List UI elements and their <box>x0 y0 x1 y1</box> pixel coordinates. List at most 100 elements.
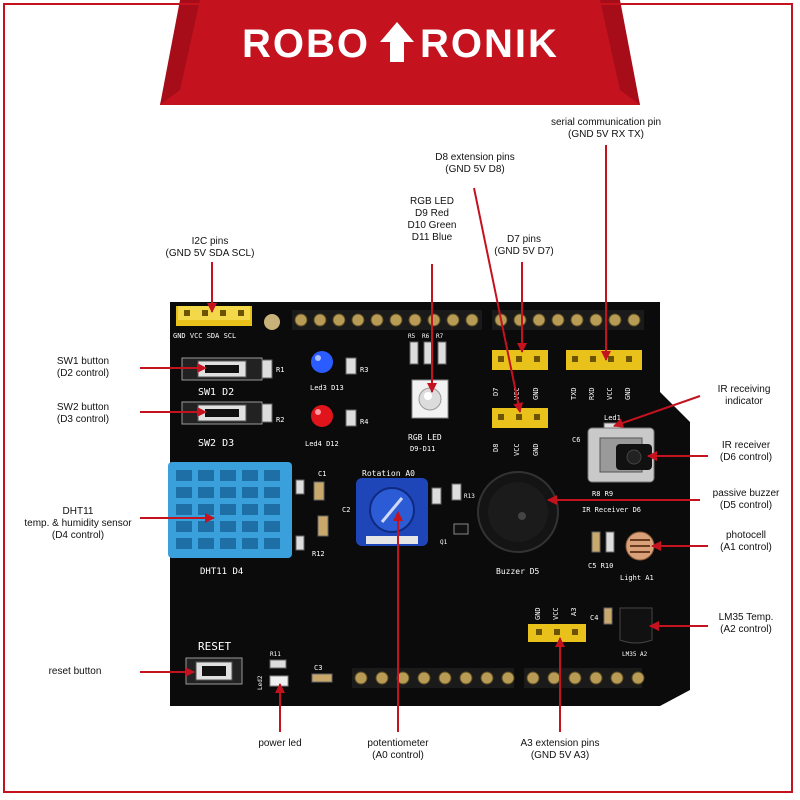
label-sw2: SW2 button(D3 control) <box>56 402 110 425</box>
dht-grille-slot <box>176 521 192 532</box>
sw2-button <box>181 401 263 425</box>
photocell <box>625 531 655 561</box>
dht-grille-slot <box>198 487 214 498</box>
silk-sw2: SW2 D3 <box>198 438 234 449</box>
header-pin <box>465 313 479 327</box>
dht-grille-slot <box>264 538 280 549</box>
silk-r4: R4 <box>360 418 368 426</box>
header-pin <box>375 671 389 685</box>
silk-txd: TXD <box>570 387 578 400</box>
dht-grille-slot <box>176 504 192 515</box>
silk-led3: Led3 D13 <box>310 384 344 392</box>
header-pin <box>610 671 624 685</box>
led3-blue <box>311 351 333 373</box>
cap-c3 <box>311 673 333 683</box>
header-pin <box>526 671 540 685</box>
header-pin <box>351 313 365 327</box>
dht-grille-slot <box>242 470 258 481</box>
arrow-d8 <box>473 187 524 413</box>
dht-grille-slot <box>198 470 214 481</box>
label-buzzer: passive buzzer(D5 control) <box>712 488 780 511</box>
silk-r8r9: R8 R9 <box>592 490 613 498</box>
brand-left-text: ROBO <box>242 22 370 66</box>
dht-grille-slot <box>176 470 192 481</box>
silk-reset: RESET <box>198 640 231 653</box>
silk-vcc-serial: VCC <box>606 387 614 400</box>
silk-led2: Led2 <box>257 675 264 690</box>
header-pin <box>427 313 441 327</box>
potentiometer <box>356 478 428 546</box>
dht-grille-slot <box>220 470 236 481</box>
silk-dht: DHT11 D4 <box>200 567 243 577</box>
silk-i2c-row: GND VCC SDA SCL <box>173 332 236 340</box>
resistor-r4 <box>345 409 357 427</box>
transistor-q1 <box>453 523 469 535</box>
silk-rotation: Rotation A0 <box>362 469 415 478</box>
silk-gnd-a3: GND <box>534 607 542 620</box>
i2c-header <box>176 306 252 326</box>
silk-c2: C2 <box>342 506 350 514</box>
silk-gnd-serial: GND <box>624 387 632 400</box>
brand-right-text: RONIK <box>420 22 559 66</box>
silk-gnd-d8: GND <box>532 443 540 456</box>
silk-light: Light A1 <box>620 574 654 582</box>
header-pin <box>547 671 561 685</box>
silk-r13: R13 <box>464 493 475 500</box>
label-lm35: LM35 Temp.(A2 control) <box>718 612 774 635</box>
label-d8: D8 extension pins(GND 5V D8) <box>435 152 515 175</box>
silk-rxd: RXD <box>588 387 596 400</box>
dht-grille-slot <box>220 487 236 498</box>
silk-r1: R1 <box>276 366 284 374</box>
silk-r3: R3 <box>360 366 368 374</box>
header-pin <box>513 313 527 327</box>
cap-c2 <box>317 515 329 537</box>
header-pin <box>408 313 422 327</box>
silk-led1: Led1 <box>604 414 621 422</box>
header-pin <box>354 671 368 685</box>
dht-grille-slot <box>264 470 280 481</box>
silk-rgb2: D9-D11 <box>410 445 435 453</box>
silk-r2: R2 <box>276 416 284 424</box>
resistor-r1 <box>261 359 273 379</box>
rgb-resistors <box>409 341 447 365</box>
silk-c6: C6 <box>572 436 580 444</box>
dht-grille-slot <box>176 487 192 498</box>
header-pin <box>589 313 603 327</box>
silk-gnd-d7: GND <box>532 387 540 400</box>
dht-grille-slot <box>242 521 258 532</box>
silk-a3: A3 <box>570 608 578 616</box>
dht11-sensor <box>168 462 292 558</box>
mounting-hole <box>264 314 280 330</box>
header-pin <box>417 671 431 685</box>
d8-header <box>492 408 548 428</box>
reset-button <box>185 657 243 685</box>
silk-d7: D7 <box>492 388 500 396</box>
header-pin <box>589 671 603 685</box>
dht-grille-slot <box>198 504 214 515</box>
header-pin <box>294 313 308 327</box>
header-pin <box>389 313 403 327</box>
dht-grille-slot <box>220 521 236 532</box>
label-power-led: power led <box>258 738 302 749</box>
label-serial: serial communication pin(GND 5V RX TX) <box>550 117 662 140</box>
silk-c3: C3 <box>314 664 322 672</box>
header-pin <box>501 671 515 685</box>
dht-grille-slot <box>198 538 214 549</box>
silk-vcc-d8: VCC <box>513 443 521 456</box>
silk-vcc-a3: VCC <box>552 607 560 620</box>
bottom-header-left <box>352 668 514 688</box>
header-pin <box>459 671 473 685</box>
silk-r11: R11 <box>270 651 281 658</box>
resistor-r12 <box>295 535 305 551</box>
label-a3: A3 extension pins(GND 5V A3) <box>520 738 600 761</box>
resistor-dht <box>295 479 305 495</box>
header-pin <box>631 671 645 685</box>
header-pin <box>313 313 327 327</box>
resistor-pot <box>431 487 442 505</box>
dht-grille-slot <box>242 538 258 549</box>
